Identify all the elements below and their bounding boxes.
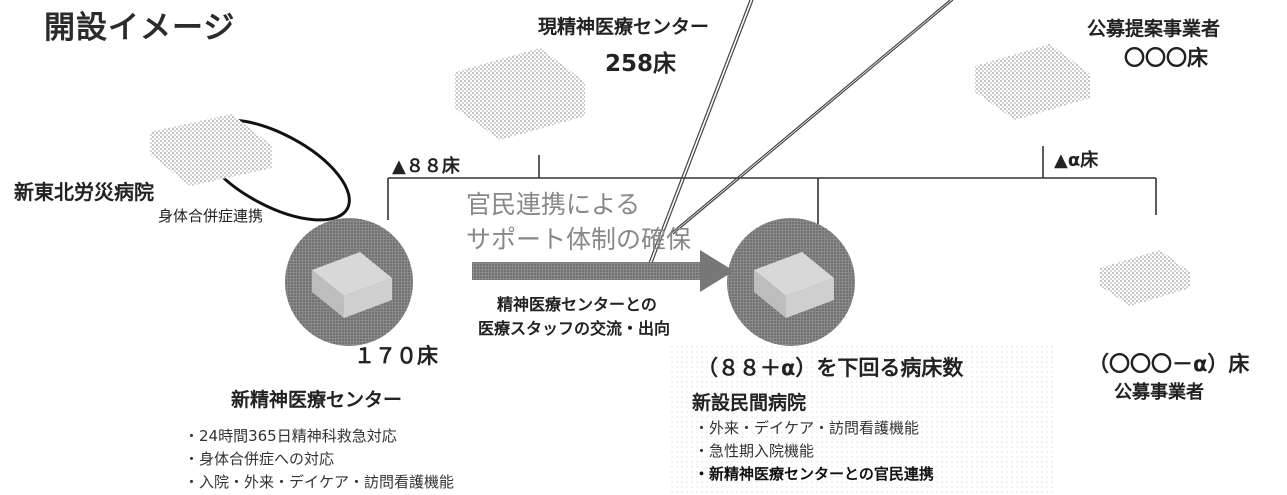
proposer-name: 公募提案事業者 (1087, 18, 1221, 40)
reduction-center-label: ▲８８床 (392, 156, 460, 177)
new-private-features: ・外来・デイケア・訪問看護機能 ・急性期入院機能 ・新精神医療センターとの官民連… (694, 417, 934, 486)
list-item: ・24時間365日精神科救急対応 (184, 427, 397, 445)
list-item: ・新精神医療センターとの官民連携 (694, 465, 934, 483)
public-operator-name: 公募事業者 (1114, 382, 1204, 403)
public-operator-beds: （〇〇〇－α）床 (1088, 352, 1250, 376)
list-item: ・急性期入院機能 (694, 442, 815, 460)
new-private-circle-icon (727, 218, 855, 346)
bed-brackets (387, 146, 1157, 232)
proposer-beds: 〇〇〇床 (1124, 46, 1208, 70)
building-public-operator-icon (1100, 250, 1190, 306)
list-item: ・外来・デイケア・訪問看護機能 (694, 419, 920, 437)
private-hospital-box (668, 346, 1056, 495)
reduction-alpha-label: ▲α床 (1054, 150, 1099, 171)
building-proposer-icon (975, 44, 1090, 120)
new-private-name: 新設民間病院 (692, 392, 807, 414)
current-center-name: 現精神医療センター (538, 16, 710, 38)
list-item: ・身体合併症への対応 (184, 450, 335, 468)
tohoku-hospital-label: 新東北労災病院 (14, 180, 154, 204)
building-current-center-icon (455, 48, 585, 140)
new-center-circle-icon (285, 218, 413, 346)
current-center-beds: 258床 (605, 51, 677, 77)
new-center-features: ・24時間365日精神科救急対応 ・身体合併症への対応 ・入院・外来・デイケア・… (184, 425, 454, 494)
support-arrow (472, 250, 734, 292)
staff-exchange-line-2: 医療スタッフの交流・出向 (478, 319, 671, 338)
collaboration-line-1: 官民連携による (466, 190, 641, 219)
diagonal-lines (646, 0, 954, 269)
page-title: 開設イメージ (44, 10, 236, 46)
new-center-name: 新精神医療センター (231, 389, 403, 411)
comorbidity-link-label: 身体合併症連携 (158, 207, 264, 225)
new-private-beds: （８８＋α）を下回る病床数 (697, 356, 964, 380)
list-item: ・入院・外来・デイケア・訪問看護機能 (184, 473, 455, 491)
new-center-beds: １７０床 (354, 344, 438, 368)
building-tohoku-icon (150, 114, 272, 186)
staff-exchange-line-1: 精神医療センターとの (497, 295, 657, 314)
collaboration-line-2: サポート体制の確保 (466, 225, 692, 254)
